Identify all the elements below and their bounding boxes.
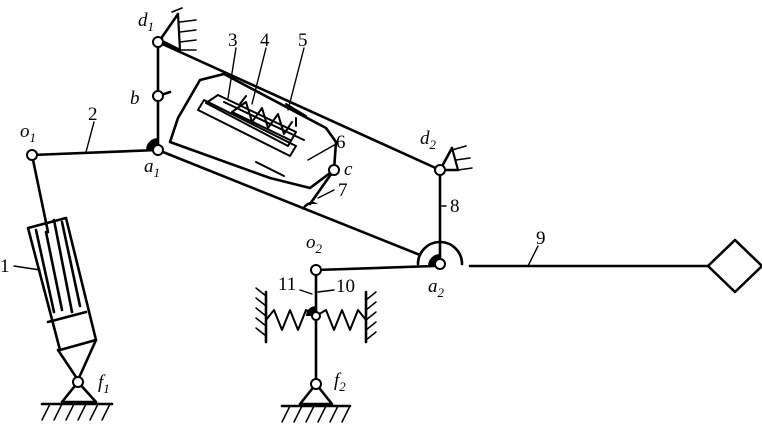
- pin-d2: [434, 164, 446, 176]
- ground-d1: [158, 7, 197, 52]
- label-d2: d2: [420, 128, 437, 152]
- link-2: [30, 148, 160, 157]
- spring-assembly: [197, 94, 307, 177]
- label-f1: f1: [98, 372, 110, 396]
- leader-lines: [13, 47, 539, 295]
- ground-f1: [40, 380, 114, 421]
- label-d1: d1: [138, 10, 154, 34]
- part-10: 10: [336, 276, 355, 297]
- spring-10: [315, 309, 367, 331]
- part-6: 6: [336, 132, 346, 153]
- ground-f2: [280, 382, 352, 423]
- link-d1-d2: [156, 40, 442, 172]
- link-o2-a2: [314, 264, 436, 272]
- spring-11: [265, 309, 317, 331]
- pin-o2: [310, 264, 322, 276]
- part-3: 3: [228, 30, 238, 51]
- part-4: 4: [260, 30, 270, 51]
- cylinder-housing: [168, 72, 338, 190]
- pin-f1: [72, 376, 84, 388]
- part-8: 8: [450, 196, 460, 217]
- end-effector: [706, 238, 762, 294]
- part-1: 1: [0, 256, 10, 277]
- pin-c: [328, 164, 340, 176]
- pin-b: [152, 90, 164, 102]
- label-a1: a1: [144, 156, 160, 180]
- part-2: 2: [88, 104, 98, 125]
- link-a1-a2: [156, 148, 422, 257]
- label-c: c: [344, 159, 353, 180]
- pin-10: [311, 311, 321, 321]
- pin-f2: [310, 378, 322, 390]
- label-o2: o2: [306, 232, 323, 256]
- joint-arc-a2: [416, 240, 464, 266]
- pin-a1: [152, 144, 164, 156]
- part-7: 7: [338, 180, 348, 201]
- label-b: b: [130, 88, 140, 109]
- pin-a2: [434, 258, 446, 270]
- hydraulic-cylinder-1: [26, 153, 98, 382]
- pin-d1: [152, 36, 164, 48]
- pin-o1: [26, 149, 38, 161]
- label-f2: f2: [334, 370, 346, 394]
- label-o1: o1: [20, 121, 36, 145]
- part-11: 11: [278, 274, 296, 295]
- part-9: 9: [536, 228, 546, 249]
- label-a2: a2: [428, 276, 445, 300]
- link-7: [308, 168, 336, 206]
- part-5: 5: [298, 30, 308, 51]
- joint-7-fill: [302, 201, 318, 210]
